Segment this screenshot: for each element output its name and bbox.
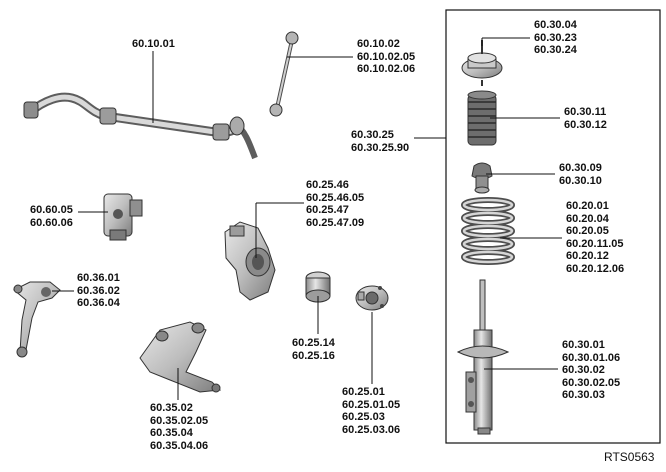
- part-number: 60.25.01: [342, 386, 385, 398]
- strut-group-frame: [445, 9, 661, 444]
- part-number: 60.36.04: [77, 297, 120, 309]
- part-number: 60.30.01: [562, 339, 605, 351]
- part-number: 60.20.01: [566, 200, 609, 212]
- callout-coil-spring: 60.20.01 60.20.04 60.20.05 60.20.11.05 6…: [566, 200, 624, 275]
- lower-arm: [139, 321, 222, 393]
- bump-stop: [471, 162, 493, 194]
- callout-drop-link: 60.10.02 60.10.02.05 60.10.02.06: [357, 38, 415, 76]
- part-number: 60.30.01.06: [562, 351, 621, 364]
- part-number: 60.25.03.06: [342, 423, 401, 436]
- part-number: 60.35.02: [150, 402, 193, 414]
- part-number: 60.30.24: [534, 44, 577, 56]
- part-number: 60.20.04: [566, 212, 609, 225]
- coil-spring: [461, 197, 515, 265]
- part-number: 60.25.46.05: [306, 191, 365, 204]
- part-number: 60.30.12: [564, 118, 607, 131]
- hub-flange: [355, 285, 389, 311]
- part-number: 60.10.02.05: [357, 50, 416, 63]
- sensor: [103, 193, 143, 241]
- callout-anti-roll-bar: 60.10.01: [132, 38, 175, 51]
- callout-sensor: 60.60.05 60.60.06: [30, 204, 73, 229]
- callout-top-mount: 60.30.04 60.30.23 60.30.24: [534, 19, 577, 57]
- callout-lower-arm: 60.35.02 60.35.02.05 60.35.04 60.35.04.0…: [150, 402, 208, 452]
- callout-hub-flange: 60.25.01 60.25.01.05 60.25.03 60.25.03.0…: [342, 386, 400, 436]
- part-number: 60.30.25: [351, 129, 394, 141]
- part-number: 60.60.06: [30, 216, 73, 229]
- part-number: 60.30.11: [564, 106, 607, 118]
- part-number: 60.10.02: [357, 38, 400, 50]
- callout-bearing: 60.25.14 60.25.16: [292, 337, 335, 362]
- part-number: 60.36.01: [77, 272, 120, 284]
- part-number: 60.30.09: [559, 162, 602, 174]
- callout-upper-arm: 60.36.01 60.36.02 60.36.04: [77, 272, 120, 310]
- damper: [456, 279, 510, 435]
- callout-damper: 60.30.01 60.30.01.06 60.30.02 60.30.02.0…: [562, 339, 620, 402]
- part-number: 60.30.02: [562, 364, 605, 376]
- part-number: 60.10.01: [132, 38, 175, 50]
- part-number: 60.30.10: [559, 174, 602, 187]
- part-number: 60.30.23: [534, 31, 577, 44]
- bearing: [305, 271, 331, 303]
- upper-arm: [13, 281, 61, 358]
- part-number: 60.25.47: [306, 204, 349, 216]
- part-number: 60.25.47.09: [306, 216, 365, 229]
- dust-cover: [467, 90, 497, 146]
- part-number: 60.30.04: [534, 19, 577, 31]
- part-number: 60.20.11.05: [566, 237, 624, 250]
- drawing-reference: RTS0563: [604, 450, 655, 464]
- part-number: 60.36.02: [77, 284, 120, 297]
- part-number: 60.35.02.05: [150, 414, 209, 427]
- part-number: 60.25.01.05: [342, 398, 401, 411]
- hub-knuckle: [224, 221, 276, 301]
- part-number: 60.10.02.06: [357, 63, 416, 75]
- anti-roll-bar: [23, 92, 258, 160]
- callout-hub-knuckle: 60.25.46 60.25.46.05 60.25.47 60.25.47.0…: [306, 179, 364, 229]
- part-number: 60.20.12.06: [566, 262, 625, 275]
- callout-strut-assembly: 60.30.25 60.30.25.90: [351, 129, 409, 154]
- part-number: 60.35.04.06: [150, 439, 209, 452]
- part-number: 60.60.05: [30, 204, 73, 216]
- part-number: 60.25.46: [306, 179, 349, 191]
- part-number: 60.25.16: [292, 349, 335, 362]
- part-number: 60.20.12: [566, 250, 609, 262]
- part-number: 60.30.02.05: [562, 376, 621, 389]
- part-number: 60.20.05: [566, 225, 609, 237]
- callout-bump-stop: 60.30.09 60.30.10: [559, 162, 602, 187]
- part-number: 60.25.14: [292, 337, 335, 349]
- part-number: 60.25.03: [342, 411, 385, 423]
- top-mount: [461, 40, 503, 86]
- part-number: 60.35.04: [150, 427, 193, 439]
- part-number: 60.30.25.90: [351, 141, 410, 154]
- part-number: 60.30.03: [562, 389, 605, 401]
- drop-link: [269, 31, 299, 117]
- callout-dust-cover: 60.30.11 60.30.12: [564, 106, 607, 131]
